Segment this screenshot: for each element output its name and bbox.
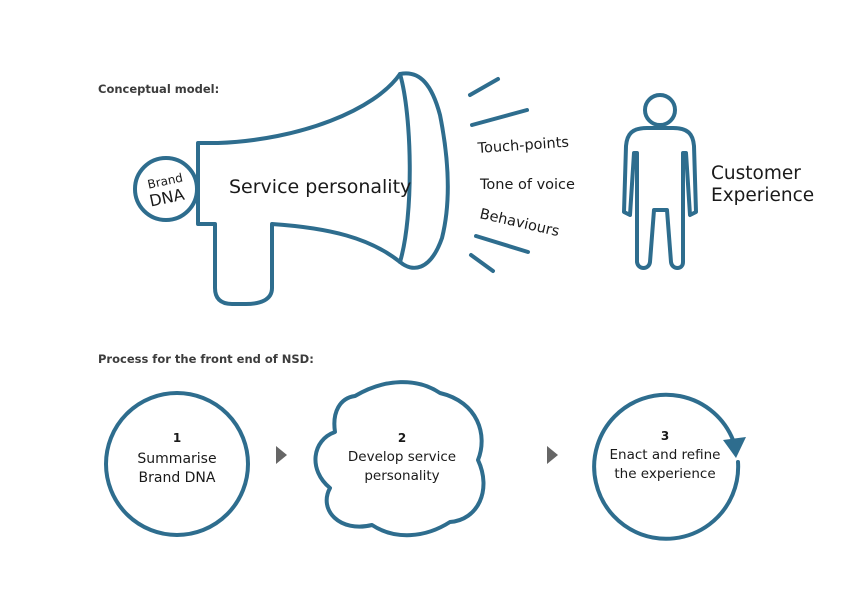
sound-line-top — [468, 77, 500, 97]
conceptual-model-heading: Conceptual model: — [98, 82, 220, 96]
service-personality-label: Service personality — [229, 176, 411, 198]
step-1-line2: Brand DNA — [139, 470, 216, 486]
person-icon — [622, 126, 698, 270]
brand-dna-circle — [133, 156, 199, 222]
step-2-line1: Develop service — [348, 449, 456, 465]
step-3-number: 3 — [661, 429, 669, 443]
sound-line-lower — [474, 234, 530, 254]
megaphone-bell-rim — [398, 72, 412, 264]
channel-tone-of-voice: Tone of voice — [479, 177, 575, 193]
sound-line-bottom — [469, 253, 495, 273]
process-arrow-1 — [276, 446, 287, 464]
step-2-blob — [313, 380, 486, 538]
channel-touch-points: Touch-points — [476, 135, 569, 157]
step-3-cycle-circle — [592, 392, 741, 541]
step-2-number: 2 — [398, 431, 406, 445]
cycle-arrowhead-icon — [723, 437, 746, 458]
step-1-circle — [104, 391, 250, 537]
megaphone-outline — [196, 71, 450, 306]
step-3-line2: the experience — [614, 466, 715, 482]
customer-label-line1: Customer — [711, 163, 801, 184]
step-3-line1: Enact and refine — [610, 447, 721, 463]
step-1-line1: Summarise — [137, 451, 216, 467]
process-arrow-2 — [547, 446, 558, 464]
process-heading: Process for the front end of NSD: — [98, 352, 314, 366]
step-1-number: 1 — [173, 431, 181, 445]
sound-line-upper — [470, 108, 529, 127]
person-head — [643, 93, 677, 127]
customer-label-line2: Experience — [711, 185, 814, 206]
channel-behaviours: Behaviours — [478, 206, 561, 240]
step-2-line2: personality — [364, 468, 439, 484]
